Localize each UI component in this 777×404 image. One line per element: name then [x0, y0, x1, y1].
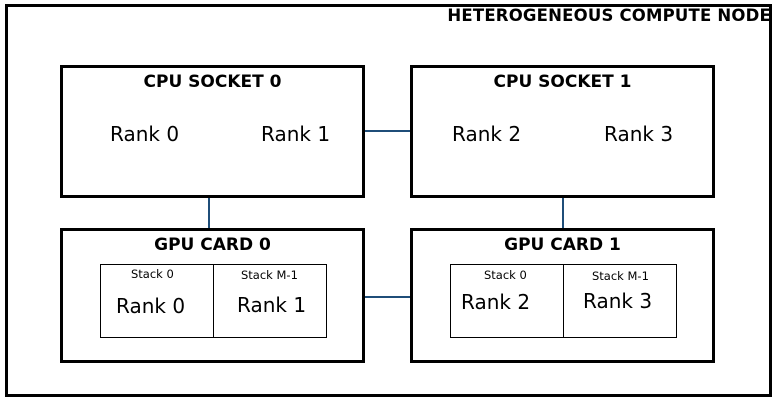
- gpu-card-1: GPU CARD 1 Stack 0 Rank 2 Stack M-1 Rank…: [410, 228, 715, 363]
- cpu-socket-0-title: CPU SOCKET 0: [143, 72, 282, 92]
- cpu-socket-0-rank-1: Rank 1: [261, 122, 331, 146]
- gpu-interconnect: [364, 296, 412, 298]
- gpu-card-0-stack-m-1: Stack M-1 Rank 1: [213, 264, 327, 338]
- cpu-socket-1-title: CPU SOCKET 1: [493, 72, 632, 92]
- socket-interconnect: [364, 130, 412, 132]
- cpu-socket-0-rank-0: Rank 0: [110, 122, 180, 146]
- gpu-card-1-stack-0: Stack 0 Rank 2: [450, 264, 564, 338]
- stack-rank: Rank 2: [461, 290, 531, 314]
- gpu-card-1-stack-m-1: Stack M-1 Rank 3: [563, 264, 677, 338]
- stack-label: Stack 0: [484, 268, 527, 282]
- socket0-gpu0-link: [208, 197, 210, 230]
- stack-rank: Rank 3: [583, 289, 653, 313]
- stack-label: Stack M-1: [241, 268, 298, 282]
- stack-rank: Rank 0: [116, 294, 186, 318]
- gpu-card-1-title: GPU CARD 1: [504, 235, 621, 255]
- compute-node-title: HETEROGENEOUS COMPUTE NODE: [447, 6, 771, 25]
- cpu-socket-1-rank-3: Rank 3: [604, 122, 674, 146]
- gpu-card-0: GPU CARD 0 Stack 0 Rank 0 Stack M-1 Rank…: [60, 228, 365, 363]
- gpu-card-0-title: GPU CARD 0: [154, 235, 271, 255]
- compute-node-frame: [5, 4, 772, 397]
- cpu-socket-1-rank-2: Rank 2: [452, 122, 522, 146]
- socket1-gpu1-link: [562, 197, 564, 230]
- stack-label: Stack M-1: [592, 269, 649, 283]
- stack-rank: Rank 1: [237, 293, 307, 317]
- stack-label: Stack 0: [131, 267, 174, 281]
- cpu-socket-1: CPU SOCKET 1 Rank 2 Rank 3: [410, 65, 715, 198]
- cpu-socket-0: CPU SOCKET 0 Rank 0 Rank 1: [60, 65, 365, 198]
- gpu-card-0-stack-0: Stack 0 Rank 0: [100, 264, 214, 338]
